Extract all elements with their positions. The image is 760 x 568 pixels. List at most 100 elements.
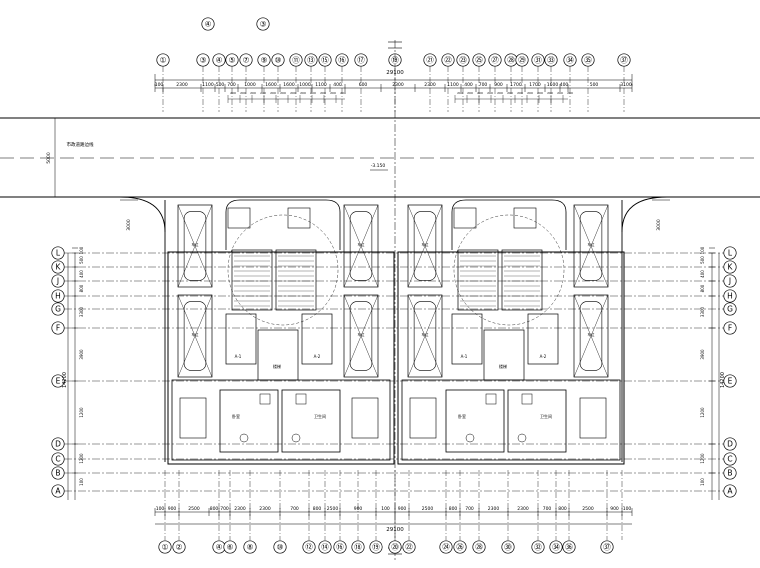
parking-h-label: 车位: [588, 332, 596, 337]
row-bubble-left-text: C: [55, 455, 60, 464]
bottom-axis-bubble-text: ⑲: [372, 543, 380, 552]
row-bubble-right-circle: [723, 289, 737, 303]
parking-c-label: 车位: [358, 242, 366, 247]
top-seg-dim: 2300: [176, 82, 188, 88]
bottom-axis-bubble-text: ㉚: [504, 543, 512, 552]
bottom-seg-dim: 800: [210, 506, 219, 512]
lower-right-fixture4: [517, 433, 527, 443]
row-bubble-left-text: E: [56, 377, 61, 386]
row-bubble-left-text: L: [56, 249, 61, 258]
right-seg-dim: 3300: [700, 306, 705, 317]
row-bubble-left-circle: [51, 289, 65, 303]
core-left-stair-b: [275, 249, 317, 311]
top-seg-dim: 1600: [547, 82, 559, 88]
top-sub-dim: 200: [230, 91, 236, 95]
turn-circle-left: [227, 214, 339, 326]
core-right-tank2: [513, 207, 537, 229]
bottom-seg-dim: 800: [558, 506, 567, 512]
row-bubble-right-circle: [723, 374, 737, 388]
top-seg-dim: 3100: [620, 82, 632, 88]
top-sub-dim: 200: [250, 91, 256, 95]
bottom-axis-bubble-circle: [402, 540, 416, 554]
right-seg-dim: 400: [700, 270, 705, 278]
row-bubble-left-circle: [51, 321, 65, 335]
bottom-axis-bubble-text: ㉔: [442, 543, 450, 552]
row-bubble-left-circle: [51, 246, 65, 260]
row-bubble-left-text: H: [55, 292, 61, 301]
top-sub-dim: 200: [330, 91, 336, 95]
parking-b-label: 车位: [192, 332, 199, 337]
row-bubble-left-text: G: [55, 305, 61, 314]
bottom-seg-dim: 900: [354, 506, 363, 512]
left-seg-dim: 400: [79, 270, 84, 278]
core-right-a1: A-1: [461, 354, 468, 359]
row-bubble-right-text: A: [727, 487, 733, 496]
row-bubble-right-text: J: [728, 277, 731, 286]
lower-unit-left: [171, 379, 391, 461]
core-left-room-a2: [301, 313, 333, 365]
parking-g-label: 车位: [588, 242, 596, 247]
bottom-axis-bubble-circle: [333, 540, 347, 554]
lower-left-bath: 卫生间: [314, 413, 326, 419]
parking-a-car: [183, 211, 207, 281]
bottom-axis-bubble-text: ⑥: [227, 543, 234, 552]
top-axis-bubble-text: ④: [216, 56, 223, 65]
left-seg-dim: 800: [79, 284, 84, 292]
top-seg-dim: 600: [359, 82, 368, 88]
bottom-axis-bubble-text: ㉜: [534, 543, 542, 552]
bottom-axis-bubble-circle: [158, 540, 172, 554]
left-seg-dim: 500: [79, 256, 84, 264]
core-left-tank2: [287, 207, 311, 229]
parking-h-bay: [573, 294, 609, 378]
bottom-axis-bubble-circle: [531, 540, 545, 554]
parking-f-label: 车位: [422, 332, 430, 337]
top-axis-bubble-text: ㉙: [518, 56, 526, 65]
bottom-axis-bubble-circle: [273, 540, 287, 554]
core-left-stair-label: 楼梯: [273, 363, 281, 369]
pad-b: [351, 397, 379, 439]
right-seg-dim: 3900: [700, 349, 705, 360]
bottom-axis-bubble-text: ⑳: [391, 543, 399, 552]
bottom-axis-bubble-text: ①: [162, 543, 169, 552]
core-left-room-a1: [225, 313, 257, 365]
top-sub-dim: 200: [290, 91, 296, 95]
top-seg-dim: 500: [216, 82, 225, 88]
top-sub-dim: 200: [497, 91, 503, 95]
bottom-axis-bubble-text: ⑩: [277, 543, 284, 552]
top-axis-bubble-text: ㉞: [566, 56, 574, 65]
parking-d-label: 车位: [358, 332, 366, 337]
row-bubble-left-circle: [51, 374, 65, 388]
parking-c-car: [349, 211, 373, 281]
ramp-arch-left: [225, 199, 341, 250]
row-bubble-left-text: F: [56, 324, 60, 333]
bay-cross: [343, 204, 379, 288]
row-bubble-left-text: K: [56, 263, 62, 272]
right-seg-dim: 1200: [700, 407, 705, 418]
top-sub-dim: 200: [260, 91, 266, 95]
bottom-axis-bubble-text: ㉒: [405, 543, 413, 552]
top-sub-dim: 200: [467, 91, 473, 95]
parking-g-car: [579, 211, 603, 281]
top-extra-bubble-text: ④: [205, 20, 212, 29]
lower-left-bed1: 卧室: [232, 413, 240, 419]
bottom-seg-dim: 900: [168, 506, 177, 512]
bottom-seg-dim: 2500: [188, 506, 200, 512]
parking-c-bay: [343, 204, 379, 288]
parking-a-label: 车位: [192, 242, 199, 247]
row-bubble-left-circle: [51, 260, 65, 274]
core-right-stair-label: 楼梯: [499, 363, 507, 369]
bottom-seg-dim: 700: [465, 506, 474, 512]
bottom-axis-bubble-circle: [369, 540, 383, 554]
row-bubble-right-circle: [723, 484, 737, 498]
parking-a-bay: [177, 204, 213, 288]
top-seg-dim: 400: [333, 82, 342, 88]
top-seg-dim: 1600: [265, 82, 277, 88]
top-axis-bubble-text: ⑯: [338, 56, 346, 65]
parking-b-car: [183, 301, 207, 371]
top-sub-dim: 200: [557, 91, 563, 95]
top-seg-dim: 100: [155, 82, 164, 88]
bottom-axis-bubble-circle: [302, 540, 316, 554]
left-seg-dim: 100: [79, 478, 84, 486]
row-bubble-left-circle: [51, 302, 65, 316]
